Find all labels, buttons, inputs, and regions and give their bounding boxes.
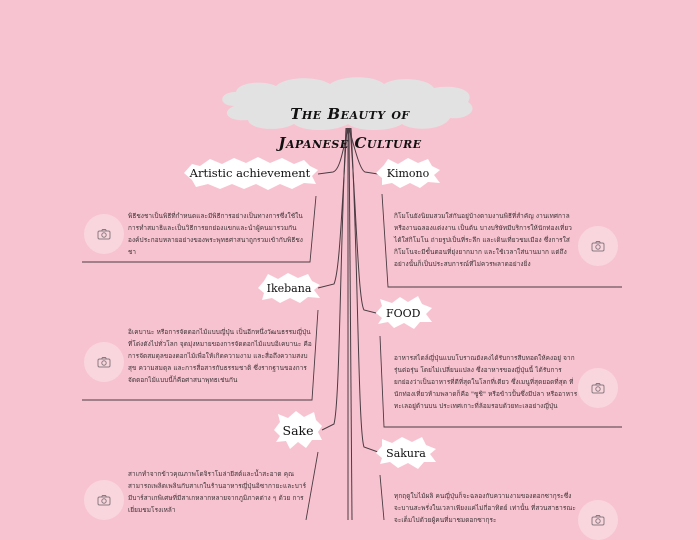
- image-placeholder[interactable]: [84, 480, 124, 520]
- connector-lines: [82, 127, 622, 520]
- topic-note: อาหารสไตล์ญี่ปุ่นแบบโบราณยังคงได้รับการส…: [394, 354, 578, 410]
- burst-shape: [376, 158, 440, 188]
- topic-ikebana[interactable]: Ikebana: [256, 272, 322, 304]
- image-placeholder[interactable]: [578, 500, 618, 540]
- burst-shape: [258, 273, 320, 303]
- topic-sake[interactable]: Sake: [272, 410, 324, 450]
- image-placeholder[interactable]: [578, 368, 618, 408]
- topic-note: สาเกทำจากข้าวคุณภาพโดจิราโมล่ายีสต์และน้…: [128, 470, 307, 514]
- burst-shape: [376, 437, 436, 469]
- camera-icon: [97, 495, 111, 506]
- topic-kimono[interactable]: Kimono: [374, 157, 442, 189]
- burst-shape: [274, 411, 322, 449]
- topic-note: อิเคบานะ หรือการจัดดอกไม้แบบญี่ปุ่น เป็น…: [128, 328, 312, 384]
- topic-label: Ikebana: [266, 281, 312, 295]
- topic-note: พิธีชงชาเป็นพิธีที่กำหนดและมีพิธีการอย่า…: [128, 212, 304, 256]
- topic-label: FOOD: [386, 306, 421, 320]
- camera-icon: [97, 229, 111, 240]
- topic-label: Artistic achievement: [189, 166, 311, 180]
- topic-sakura[interactable]: Sakura: [374, 436, 438, 470]
- topic-note: ทุกฤดูใบไม้ผลิ คนญี่ปุ่นก็จะฉลองกับความง…: [394, 492, 576, 524]
- title-line-1: The Beauty of: [290, 105, 410, 123]
- image-placeholder[interactable]: [84, 214, 124, 254]
- burst-shape: [184, 157, 318, 190]
- camera-icon: [591, 383, 605, 394]
- camera-icon: [591, 241, 605, 252]
- topic-label: Sakura: [386, 446, 426, 460]
- central-topic-cloud[interactable]: [214, 76, 480, 132]
- burst-shape: [376, 296, 432, 329]
- topic-label: Kimono: [386, 166, 430, 180]
- image-placeholder[interactable]: [84, 342, 124, 382]
- camera-icon: [97, 357, 111, 368]
- topic-note: กิโมโนยังนิยมสวมใส่กันอยู่บ้างตามงานพิธี…: [394, 212, 572, 268]
- title-line-2: Japanese Culture: [278, 134, 422, 152]
- image-placeholder[interactable]: [578, 226, 618, 266]
- mind-map-canvas: The Beauty of Japanese Culture Artistic …: [82, 76, 622, 540]
- camera-icon: [591, 515, 605, 526]
- central-topic-title[interactable]: The Beauty of Japanese Culture: [230, 100, 470, 158]
- topic-artistic-achievement[interactable]: Artistic achievement: [180, 156, 320, 190]
- topic-food[interactable]: FOOD: [374, 296, 434, 330]
- topic-label: Sake: [282, 422, 314, 438]
